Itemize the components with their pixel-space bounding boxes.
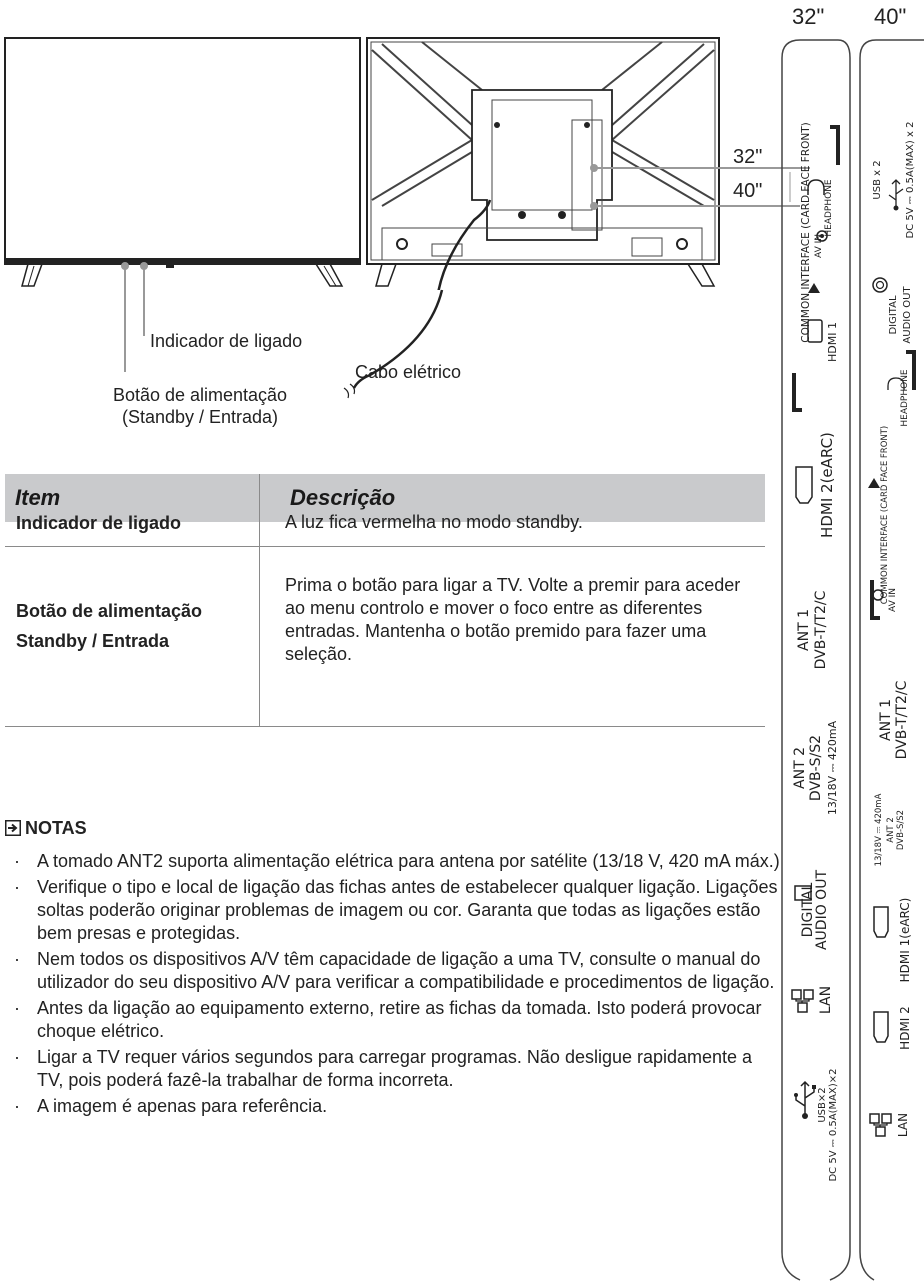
power-cable-line	[343, 289, 444, 399]
panel-40-hdmi1-icon	[873, 906, 889, 938]
label-power-button: Botão de alimentação (Standby / Entrada)	[65, 384, 335, 428]
panel-32-ant2-label-b: DVB-S/S2	[808, 734, 824, 802]
note-item-4: Antes da ligação ao equipamento externo,…	[10, 997, 780, 1043]
label-power-indicator: Indicador de ligado	[150, 331, 303, 351]
note-item-6: A imagem é apenas para referência.	[10, 1095, 780, 1118]
panel-32-digital-label-b: AUDIO OUT	[814, 869, 830, 951]
panel-40-digital-label-a: DIGITAL	[888, 295, 899, 335]
panel-40-title: 40"	[874, 4, 907, 29]
panel-40-ant2-label-b: ANT 2	[886, 817, 896, 843]
label-power-button-line1: Botão de alimentação	[112, 385, 288, 405]
table-row-2-item-line1: Botão de alimentação	[16, 601, 203, 621]
panel-32-ant2-label-c: 13/18V ⎓ 420mA	[826, 720, 839, 816]
tv-front-illustration	[4, 37, 361, 287]
notes-title: NOTAS	[5, 818, 87, 839]
panel-40-ant2-label-c: DVB-S/S2	[896, 809, 906, 851]
table-header: Item Descrição	[5, 474, 765, 522]
panel-32-lan-label: LAN	[818, 985, 834, 1015]
panel-32-ant1-label-a: ANT 1	[796, 609, 812, 651]
back-leader-lines	[590, 164, 810, 210]
panel-40-headphone-label: HEADPHONE	[900, 369, 910, 427]
panel-32-outline	[781, 39, 851, 1281]
panel-40-ant1-label-b: DVB-T/T2/C	[894, 680, 910, 760]
panel-32-ci-bracket	[792, 125, 840, 412]
table-row-2-item-line2: Standby / Entrada	[16, 631, 170, 651]
front-leader-lines	[121, 262, 148, 372]
panel-40-ci-bracket	[868, 350, 916, 620]
panel-32-lan-icon	[791, 989, 814, 1013]
panel-40-digital-label-b: AUDIO OUT	[902, 286, 913, 344]
notes-arrow-icon	[5, 820, 21, 836]
notes-title-text: NOTAS	[25, 818, 87, 838]
label-power-cable: Cabo elétrico	[355, 362, 462, 382]
panel-32-usb-icon	[794, 1080, 816, 1119]
callout-32: 32"	[733, 146, 763, 168]
panel-40-avin-label: AV IN	[888, 588, 898, 612]
panel-32-title: 32"	[792, 4, 825, 29]
table-row-1-description: A luz fica vermelha no modo standby.	[285, 512, 583, 532]
table-row-2-description: Prima o botão para ligar a TV. Volte a p…	[285, 575, 741, 664]
callout-40: 40"	[733, 180, 763, 202]
panel-32-optical-icon	[794, 885, 812, 901]
table-col-divider	[259, 474, 260, 726]
panel-40-hdmi2-icon	[873, 1011, 889, 1043]
panel-32-ant1-label-b: DVB-T/T2/C	[813, 590, 829, 670]
table-bottom-border	[5, 726, 765, 727]
table-row-divider	[5, 546, 765, 547]
panel-32-hdmi2-icon	[795, 466, 813, 504]
panel-32-usb-label-b: DC 5V ⎓ 0.5A(MAX)×2	[828, 1068, 839, 1182]
panel-40-lan-label: LAN	[896, 1112, 910, 1138]
panel-32-avin-label: AV IN	[814, 234, 824, 258]
note-item-5: Ligar a TV requer vários segundos para c…	[10, 1046, 780, 1092]
panel-32-ci-label: COMMON INTERFACE (CARD FACE FRONT)	[800, 122, 812, 343]
table-row-2-item: Botão de alimentação Standby / Entrada	[16, 596, 202, 656]
note-item-2: Verifique o tipo e local de ligação das …	[10, 876, 780, 945]
note-item-3: Nem todos os dispositivos A/V têm capaci…	[10, 948, 780, 994]
panel-40-usb-power-label: DC 5V ⎓ 0.5A(MAX) x 2	[905, 121, 916, 239]
note-item-1: A tomado ANT2 suporta alimentação elétri…	[10, 850, 780, 873]
panel-40-usb-icon	[888, 179, 904, 211]
panel-32-ant2-label-a: ANT 2	[792, 747, 808, 789]
table-row-1-item: Indicador de ligado	[16, 513, 182, 533]
panel-32-headphone-label: HEADPHONE	[824, 179, 834, 237]
panel-40-lan-icon	[869, 1113, 892, 1137]
panel-40-hdmi1-label: HDMI 1(eARC)	[898, 897, 912, 983]
panel-40-hdmi2-label: HDMI 2	[898, 1006, 912, 1050]
table-header-item: Item	[15, 485, 61, 510]
panel-40-usb-label: USB x 2	[872, 160, 883, 200]
tv-back-illustration	[366, 37, 720, 290]
panel-40-optical-icon	[872, 277, 888, 293]
label-power-button-line2: (Standby / Entrada)	[121, 407, 279, 427]
panel-40-ant1-label-a: ANT 1	[878, 699, 894, 741]
panel-32-hdmi1-label: HDMI 1	[826, 322, 839, 362]
table-header-description: Descrição	[290, 485, 396, 510]
notes-list: A tomado ANT2 suporta alimentação elétri…	[10, 850, 780, 1121]
panel-40-ant2-label-a: 13/18V ⎓ 420mA	[874, 793, 884, 867]
panel-32-usb-label-a: USB×2	[817, 1087, 828, 1123]
panel-40-outline	[859, 39, 924, 1281]
panel-32-hdmi2-label: HDMI 2(eARC)	[818, 432, 836, 538]
